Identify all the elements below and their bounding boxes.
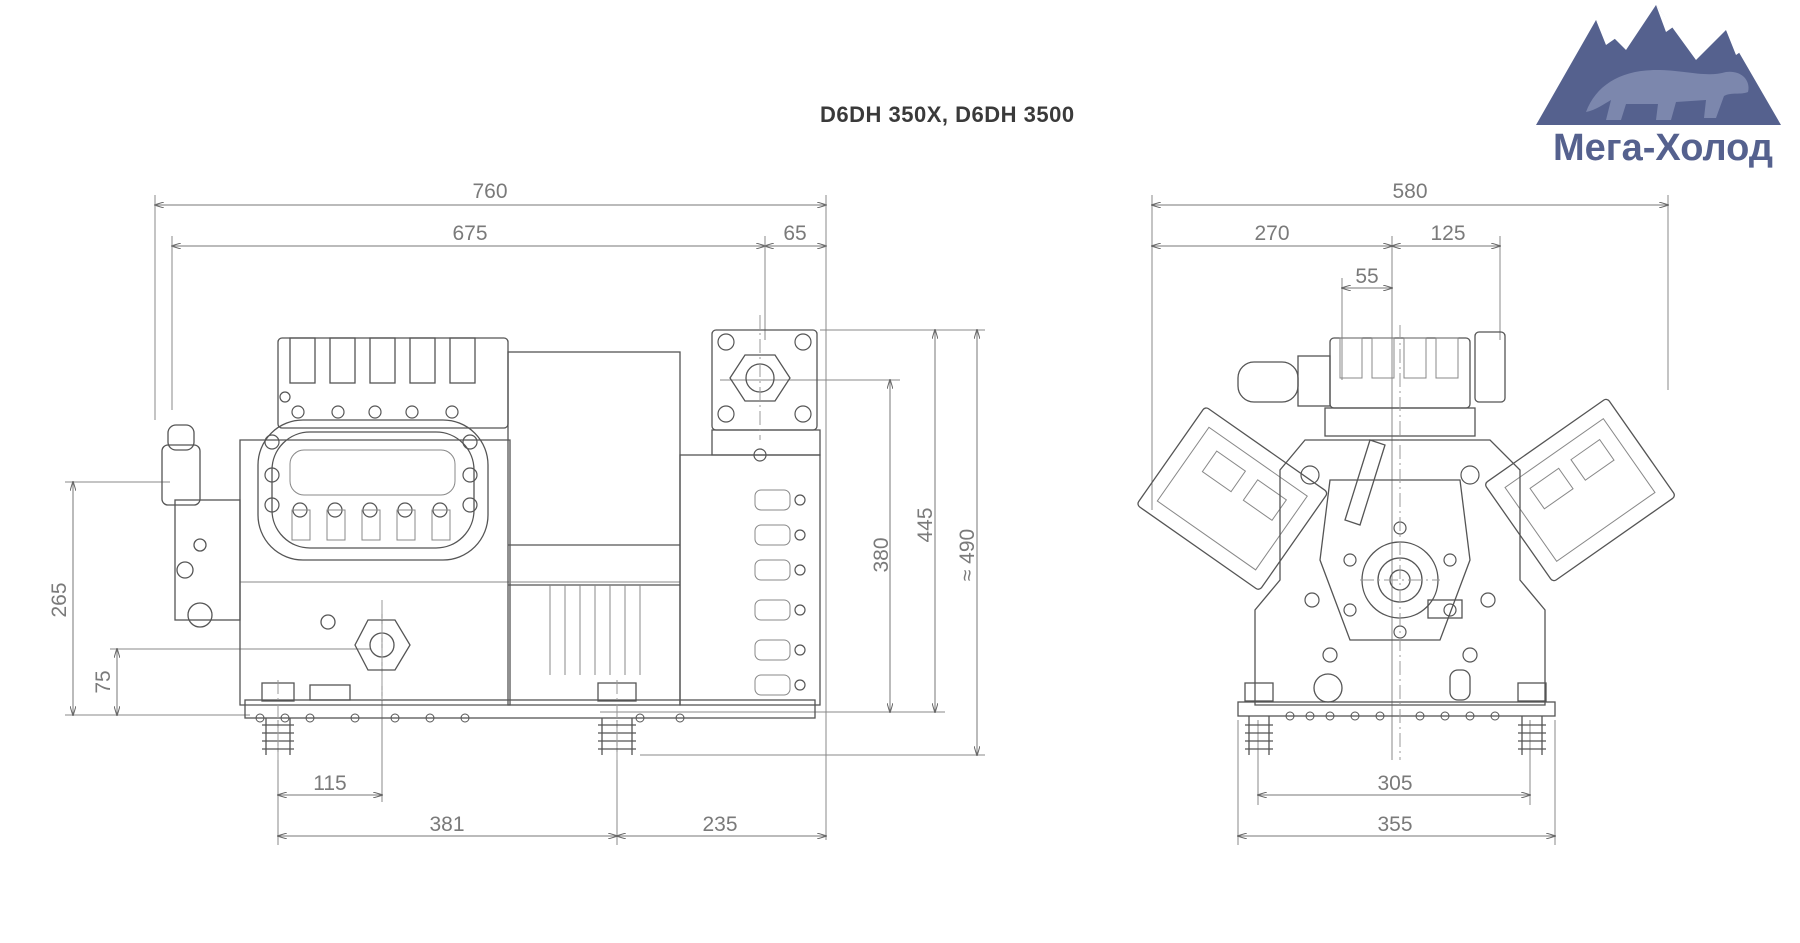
dim-381: 381 — [429, 813, 464, 836]
dim-355: 355 — [1377, 813, 1412, 836]
dim-380: 380 — [870, 537, 893, 572]
dim-115: 115 — [313, 772, 346, 795]
dim-305: 305 — [1377, 772, 1412, 795]
dim-270: 270 — [1254, 222, 1289, 245]
dim-125: 125 — [1430, 222, 1465, 245]
dim-445: 445 — [914, 507, 937, 542]
drawing-title: D6DH 350X, D6DH 3500 — [820, 102, 1075, 127]
dim-235: 235 — [702, 813, 737, 836]
dim-760: 760 — [472, 180, 507, 203]
dim-675: 675 — [452, 222, 487, 245]
dim-490: ≈ 490 — [956, 529, 979, 581]
dim-580: 580 — [1392, 180, 1427, 203]
compressor-side-body — [161, 315, 821, 760]
side-view: 760 675 65 265 75 380 445 ≈ 490 115 381 … — [48, 180, 985, 845]
front-view: 580 270 125 55 305 355 — [1137, 180, 1675, 845]
dim-265: 265 — [48, 582, 71, 617]
dim-55: 55 — [1355, 265, 1378, 288]
compressor-front-body — [1137, 325, 1675, 760]
dim-75: 75 — [92, 670, 115, 693]
logo-text: Мега-Холод — [1553, 127, 1773, 169]
dim-65: 65 — [783, 222, 806, 245]
mega-holod-logo: Мега-Холод — [1536, 5, 1781, 169]
